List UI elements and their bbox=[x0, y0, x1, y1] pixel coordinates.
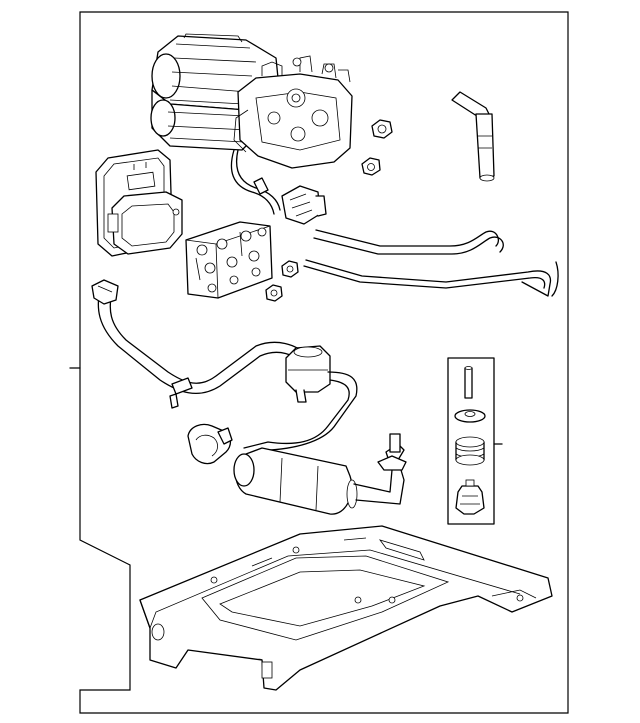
kit-washer bbox=[454, 409, 486, 423]
kit-spring bbox=[455, 436, 485, 466]
air-line-upper bbox=[313, 229, 504, 255]
kit-pin bbox=[464, 366, 473, 399]
air-line-lower bbox=[303, 259, 559, 297]
compressor-nut-lower bbox=[361, 157, 381, 176]
muffler bbox=[233, 433, 407, 515]
valve-block bbox=[185, 221, 273, 299]
electrical-connector bbox=[281, 185, 327, 225]
compressor-nut-upper bbox=[371, 119, 393, 139]
valve-block-nut-upper bbox=[281, 260, 299, 278]
mounting-bracket bbox=[139, 525, 553, 691]
kit-cap bbox=[455, 479, 485, 515]
air-compressor bbox=[150, 33, 353, 215]
service-kit-box bbox=[447, 357, 503, 525]
valve-block-nut-lower bbox=[265, 284, 283, 302]
hose-clamp bbox=[187, 423, 233, 465]
intake-hose bbox=[91, 279, 358, 457]
filter-housing bbox=[95, 149, 183, 257]
elbow-fitting bbox=[451, 91, 495, 182]
